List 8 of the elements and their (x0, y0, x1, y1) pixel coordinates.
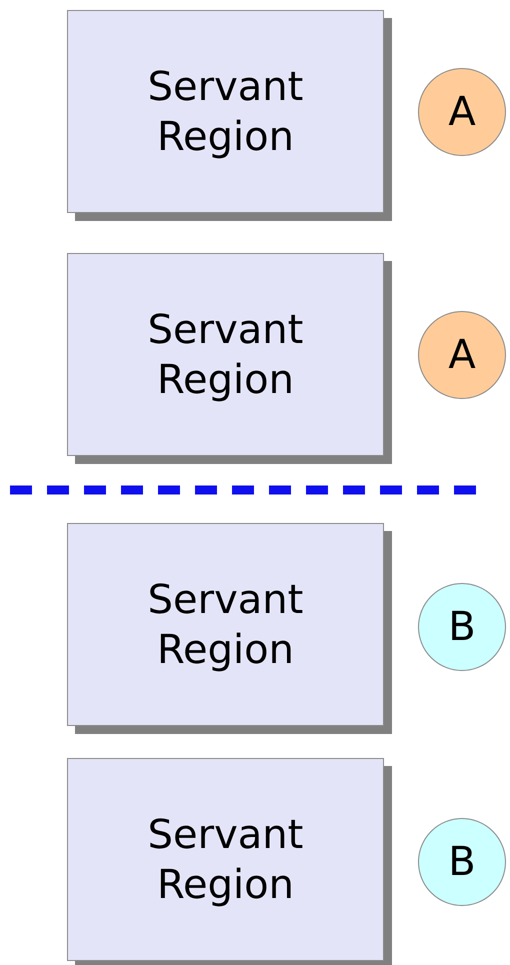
region-label: Servant Region (146, 306, 304, 404)
letter-label: B (448, 603, 476, 652)
region-label: Servant Region (146, 576, 304, 674)
region-label: Servant Region (146, 62, 304, 162)
region-label: Servant Region (146, 810, 304, 910)
letter-label: B (448, 838, 476, 887)
letter-label: A (448, 331, 476, 380)
letter-label: A (448, 88, 476, 137)
